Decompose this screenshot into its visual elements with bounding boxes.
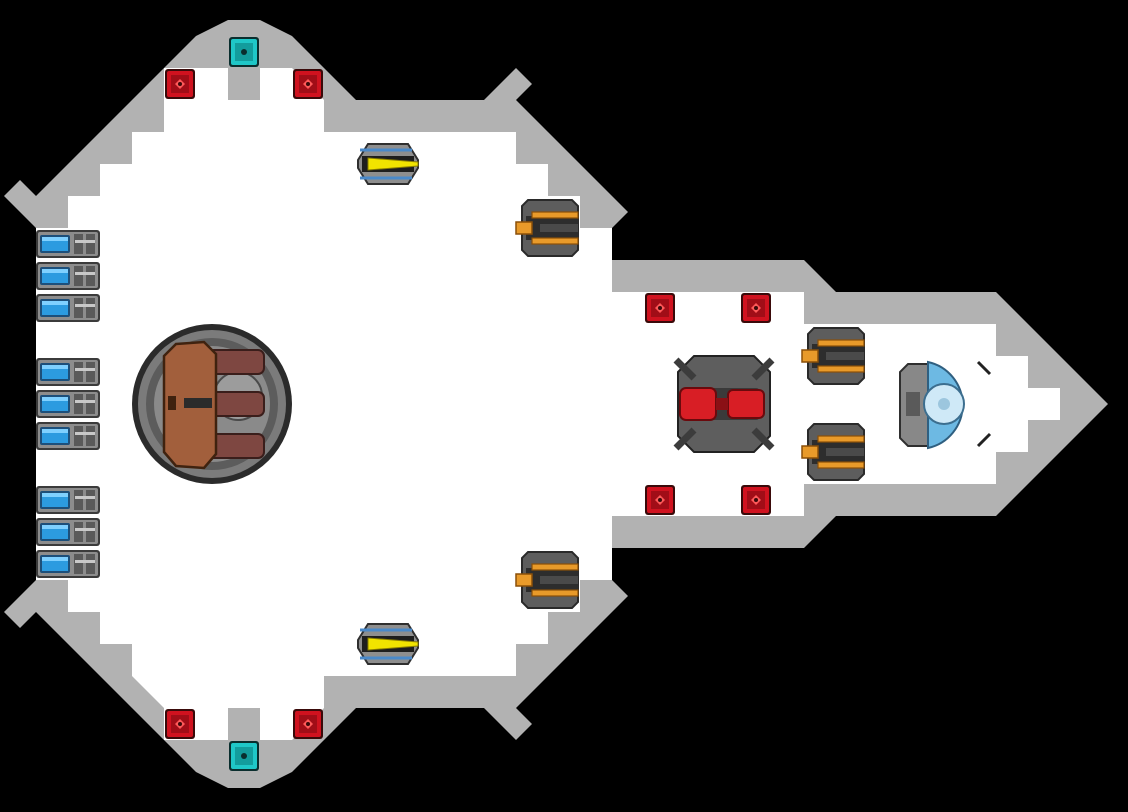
battery-bank [36,230,100,578]
orange-turret-icon[interactable] [801,423,865,481]
ship-floor [36,68,1060,740]
blade-drone-icon[interactable] [356,142,420,186]
orange-turret-icon[interactable] [801,327,865,385]
red-node-icon[interactable] [293,69,323,99]
cyan-node-icon[interactable] [229,741,259,771]
cyan-node-icon[interactable] [229,37,259,67]
battery-cell-icon[interactable] [36,294,100,322]
battery-cell-icon[interactable] [36,486,100,514]
orange-turret-icon[interactable] [515,199,579,257]
red-core-icon[interactable] [673,355,775,453]
battery-cell-icon[interactable] [36,358,100,386]
battery-cell-icon[interactable] [36,390,100,418]
red-node-icon[interactable] [293,709,323,739]
red-node-icon[interactable] [645,485,675,515]
battery-cell-icon[interactable] [36,518,100,546]
red-node-icon[interactable] [741,485,771,515]
red-node-icon[interactable] [165,709,195,739]
reactor-cannon-icon[interactable] [132,324,292,484]
red-node-icon[interactable] [165,69,195,99]
battery-cell-icon[interactable] [36,550,100,578]
red-node-icon[interactable] [741,293,771,323]
red-node-icon[interactable] [645,293,675,323]
battery-cell-icon[interactable] [36,230,100,258]
battery-cell-icon[interactable] [36,262,100,290]
orange-turret-icon[interactable] [515,551,579,609]
battery-cell-icon[interactable] [36,422,100,450]
blade-drone-icon[interactable] [356,622,420,666]
shield-generator-icon[interactable] [899,360,992,450]
